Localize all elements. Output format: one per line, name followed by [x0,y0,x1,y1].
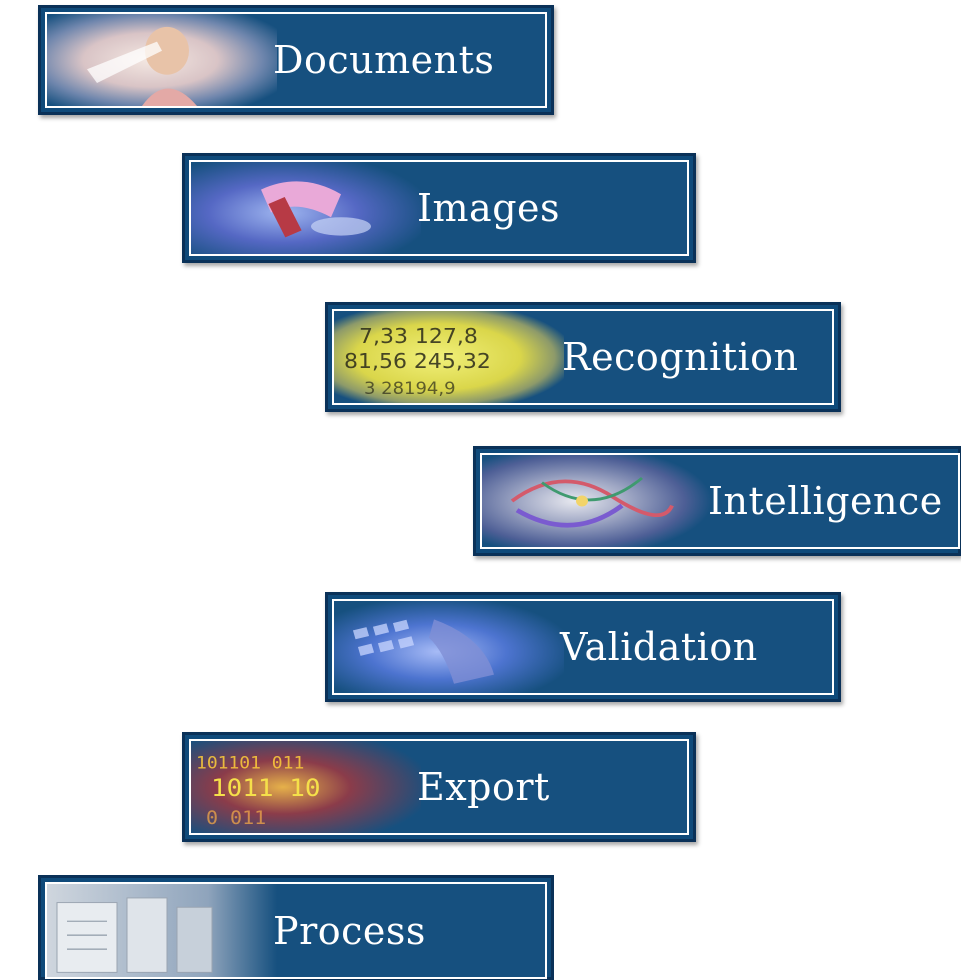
step-validation: Validation [325,592,841,702]
step-label: Export [417,765,550,809]
svg-text:7,33 127,8: 7,33 127,8 [359,324,478,348]
step-export: 101101 011 1011 10 0 011 Export [182,732,696,842]
step-process: Process [38,875,554,980]
step-label: Validation [560,625,758,669]
step-label: Intelligence [708,479,943,523]
step-label: Process [273,908,426,953]
step-label: Documents [273,38,495,82]
step-images: Images [182,153,696,263]
step-recognition: 7,33 127,8 81,56 245,32 3 28194,9 Recogn… [325,302,841,412]
step-label: Images [417,186,561,230]
step-documents: Documents [38,5,554,115]
svg-text:101101 011: 101101 011 [196,754,304,773]
numbers-icon: 7,33 127,8 81,56 245,32 3 28194,9 [334,311,564,403]
svg-text:1011 10: 1011 10 [211,774,321,802]
swirl-icon [482,455,712,547]
svg-text:3 28194,9: 3 28194,9 [364,379,456,398]
binary-data-icon: 101101 011 1011 10 0 011 [191,741,421,833]
svg-text:0 011: 0 011 [206,807,266,829]
svg-text:81,56 245,32: 81,56 245,32 [344,349,491,373]
step-label: Recognition [562,335,799,379]
server-room-icon [47,884,277,977]
keyboard-icon [334,601,564,693]
step-intelligence: Intelligence [473,446,961,556]
scanner-hand-icon [191,162,421,254]
person-reading-icon [47,14,277,106]
